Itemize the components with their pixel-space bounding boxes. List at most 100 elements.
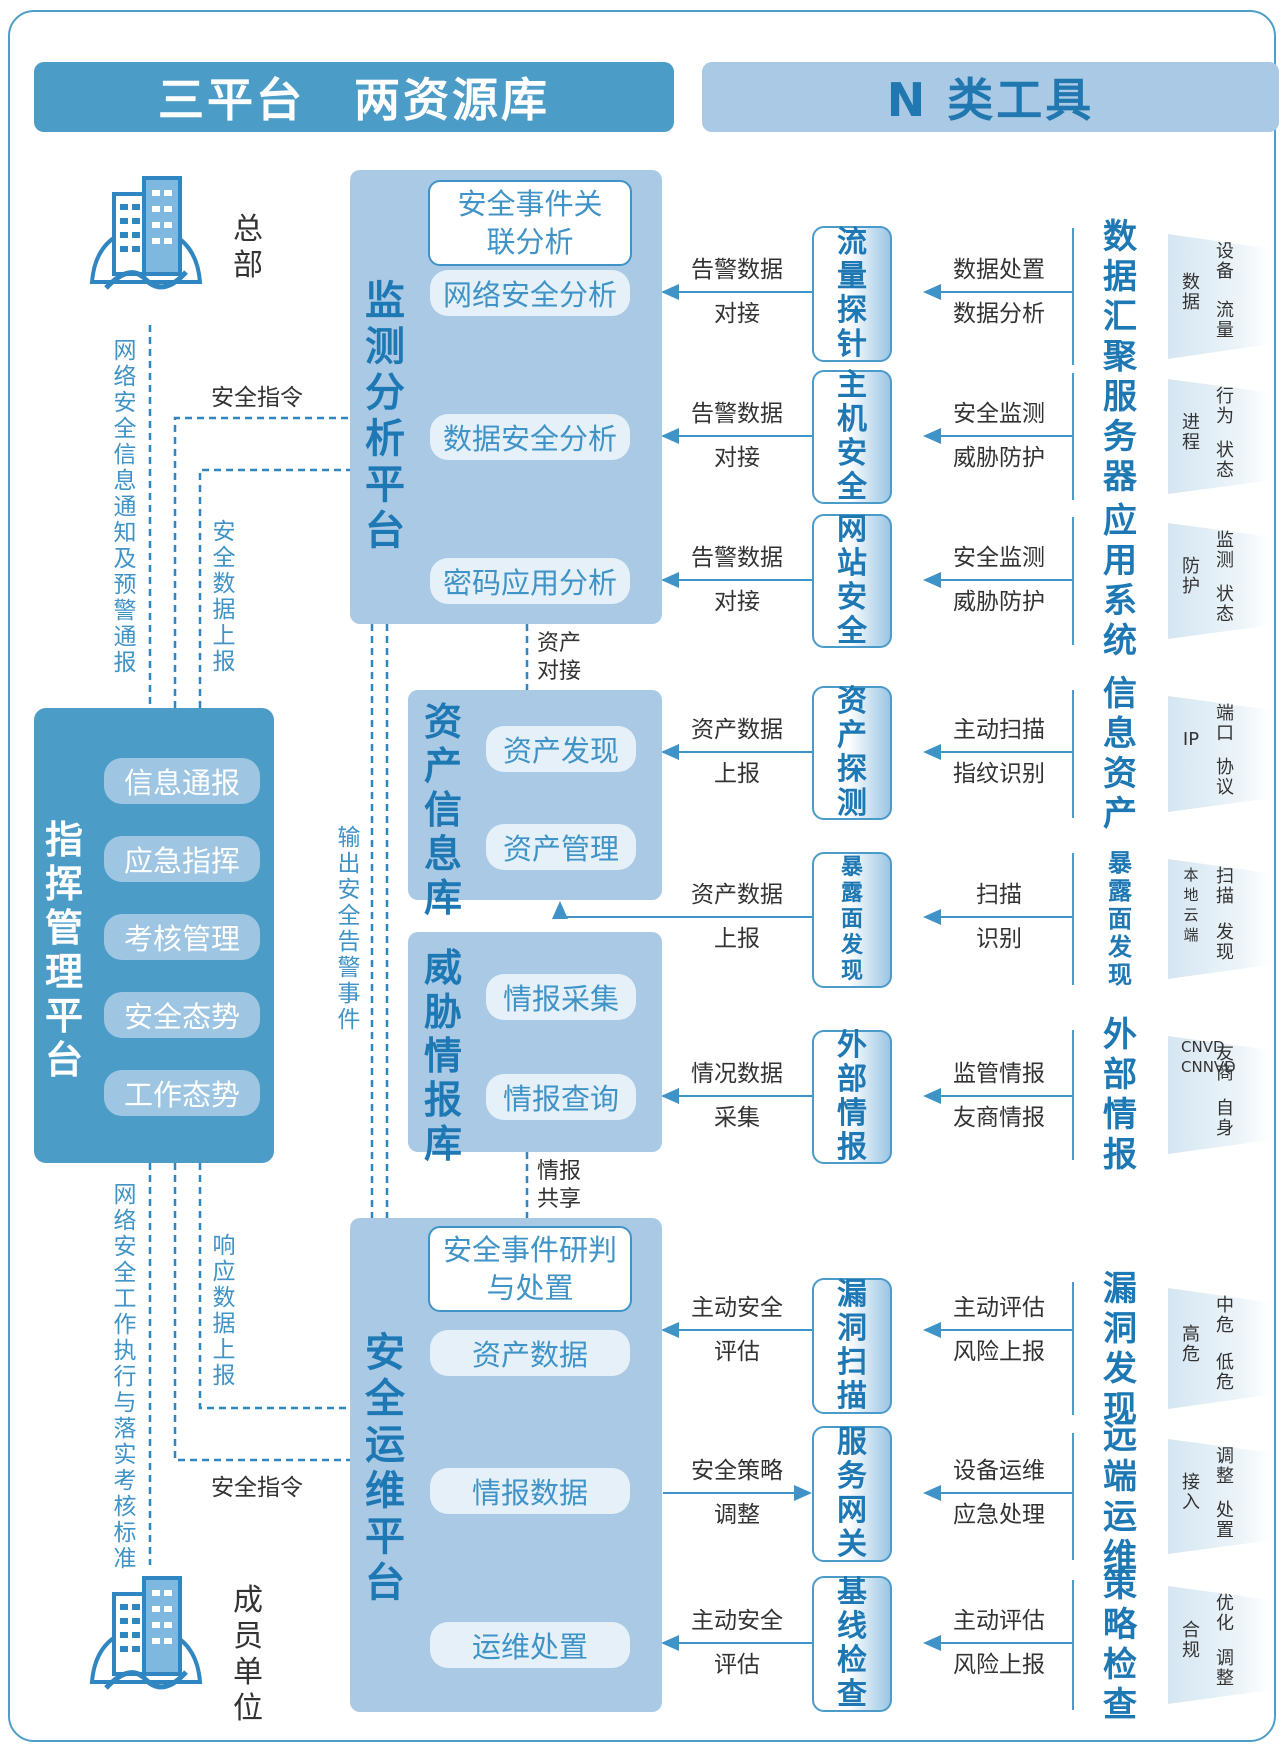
- source-tag: 优化: [1216, 1593, 1234, 1634]
- left-flow-label: 告警数据对接: [664, 250, 810, 334]
- right-flow-label: 主动扫描指纹识别: [928, 710, 1070, 794]
- left-flow-label-line: 对接: [714, 301, 760, 327]
- source-tags: [1168, 1036, 1271, 1154]
- right-flow-label-line: 主动评估: [953, 1295, 1045, 1321]
- left-flow-label-line: 主动安全: [691, 1608, 783, 1634]
- source-tag: 自身: [1216, 1098, 1234, 1139]
- asset-item-management[interactable]: 资产管理: [486, 824, 636, 870]
- command-item-work-posture[interactable]: 工作态势: [104, 1070, 260, 1116]
- tool-box-label: 流量探针: [837, 225, 867, 362]
- right-flow-label-line: 识别: [976, 926, 1022, 952]
- tool-box-label: 漏洞扫描: [837, 1277, 867, 1414]
- link-intel: 情报 共享: [537, 1158, 597, 1214]
- right-flow-label-line: 安全监测: [953, 545, 1045, 571]
- source-tag: 设备: [1216, 241, 1234, 282]
- right-flow-label-line: 监管情报: [953, 1061, 1045, 1087]
- command-item-emergency[interactable]: 应急指挥: [104, 836, 260, 882]
- threat-item-collect[interactable]: 情报采集: [486, 974, 636, 1020]
- tool-box[interactable]: 漏洞扫描: [812, 1278, 892, 1414]
- monitor-item-data[interactable]: 数据安全分析: [430, 414, 630, 460]
- tool-box-label: 网站安全: [837, 512, 867, 649]
- ops-item-disposal[interactable]: 运维处置: [430, 1622, 630, 1668]
- command-item-security-posture[interactable]: 安全态势: [104, 992, 260, 1038]
- ops-item-asset-data[interactable]: 资产数据: [430, 1330, 630, 1376]
- link-asset: 资产 对接: [537, 630, 597, 686]
- source-title: 暴露面发现: [1108, 849, 1132, 989]
- source-tag: 监测: [1216, 530, 1234, 571]
- left-flow-label-line: 上报: [714, 761, 760, 787]
- right-flow-label-line: 指纹识别: [953, 761, 1045, 787]
- right-flow-label-line: 主动评估: [953, 1608, 1045, 1634]
- ops-item-intel-data[interactable]: 情报数据: [430, 1468, 630, 1514]
- tool-box[interactable]: 网站安全: [812, 512, 892, 649]
- left-flow-label-line: 对接: [714, 445, 760, 471]
- tool-box[interactable]: 资产探测: [812, 684, 892, 821]
- right-flow-label-line: 威胁防护: [953, 445, 1045, 471]
- link-notify: 网络安全信息通知及预警通报: [113, 338, 137, 676]
- tool-box-label: 暴露面发现: [840, 855, 863, 984]
- right-flow-label-line: 数据分析: [953, 301, 1045, 327]
- tool-box-label: 基线检查: [837, 1575, 867, 1712]
- monitor-correlation-box[interactable]: 安全事件关联分析: [428, 180, 632, 266]
- monitor-item-crypto[interactable]: 密码应用分析: [430, 558, 630, 604]
- source-tag: 状态: [1216, 584, 1234, 625]
- header-tools-label: N 类工具: [886, 73, 1095, 127]
- right-flow-label-line: 扫描: [976, 882, 1022, 908]
- tool-box[interactable]: 服务网关: [812, 1426, 892, 1562]
- threat-item-query[interactable]: 情报查询: [486, 1074, 636, 1120]
- ops-incident-box[interactable]: 安全事件研判与处置: [428, 1226, 632, 1312]
- tool-box[interactable]: 外部情报: [812, 1028, 892, 1165]
- source-tag: 扫描: [1216, 866, 1234, 907]
- source-tag: 低危: [1216, 1351, 1234, 1393]
- header-tools: N 类工具: [702, 62, 1279, 132]
- source-tag: 行为: [1216, 386, 1234, 427]
- right-flow-label-line: 数据处置: [953, 257, 1045, 283]
- command-item-report[interactable]: 信息通报: [104, 758, 260, 804]
- source-tags: [1168, 523, 1271, 639]
- tool-box-label: 主机安全: [837, 368, 867, 505]
- left-flow-label-line: 评估: [714, 1339, 760, 1365]
- link-asset-line2: 对接: [537, 659, 582, 684]
- source-tag: 防护: [1182, 556, 1200, 597]
- source-tag: 本地 云端: [1183, 866, 1199, 944]
- right-flow-label-line: 主动扫描: [953, 717, 1045, 743]
- right-flow-label-line: 风险上报: [953, 1339, 1045, 1365]
- command-item-assessment[interactable]: 考核管理: [104, 914, 260, 960]
- link-bottom-command: 安全指令: [211, 1475, 303, 1501]
- source-tag: 调整: [1216, 1648, 1234, 1689]
- source-title: 信息资产: [1103, 674, 1137, 834]
- tool-box[interactable]: 流量探针: [812, 226, 892, 362]
- link-top-report: 安全数据上报: [212, 519, 236, 675]
- right-flow-label-line: 设备运维: [953, 1458, 1045, 1484]
- monitor-platform-title: 监测分析平台: [365, 278, 405, 554]
- link-asset-line1: 资产: [537, 631, 582, 656]
- right-flow-label: 设备运维应急处理: [928, 1451, 1070, 1535]
- tool-box[interactable]: 暴露面发现: [812, 852, 892, 988]
- tool-box[interactable]: 主机安全: [812, 368, 892, 505]
- left-flow-label-line: 资产数据: [691, 882, 783, 908]
- source-tags: [1168, 859, 1271, 979]
- tool-box-label: 外部情报: [837, 1028, 867, 1165]
- tool-box-label: 资产探测: [837, 684, 867, 821]
- monitor-item-network[interactable]: 网络安全分析: [430, 270, 630, 316]
- left-flow-label-line: 安全策略: [691, 1458, 783, 1484]
- left-flow-label-line: 资产数据: [691, 717, 783, 743]
- page-frame: [8, 10, 1276, 1742]
- source-title: 应用系统: [1103, 501, 1137, 661]
- source-title: 外部情报: [1103, 1015, 1137, 1175]
- source-tag: 处置: [1216, 1499, 1234, 1541]
- source-tag: 接入: [1182, 1471, 1200, 1513]
- source-tags: [1168, 234, 1271, 359]
- tool-box[interactable]: 基线检查: [812, 1576, 892, 1712]
- monitor-platform: 监测分析平台 安全事件关联分析 网络安全分析 数据安全分析 密码应用分析: [350, 170, 662, 624]
- asset-item-discovery[interactable]: 资产发现: [486, 726, 636, 772]
- right-flow-label-line: 风险上报: [953, 1652, 1045, 1678]
- link-intel-line2: 共享: [537, 1187, 582, 1212]
- right-flow-label-line: 威胁防护: [953, 589, 1045, 615]
- left-flow-label-line: 主动安全: [691, 1295, 783, 1321]
- left-flow-label-line: 调整: [714, 1502, 760, 1528]
- left-flow-label-line: 告警数据: [691, 401, 783, 427]
- left-flow-label: 资产数据上报: [664, 875, 810, 959]
- right-flow-label: 主动评估风险上报: [928, 1288, 1070, 1372]
- hq-label: 总部: [233, 212, 263, 283]
